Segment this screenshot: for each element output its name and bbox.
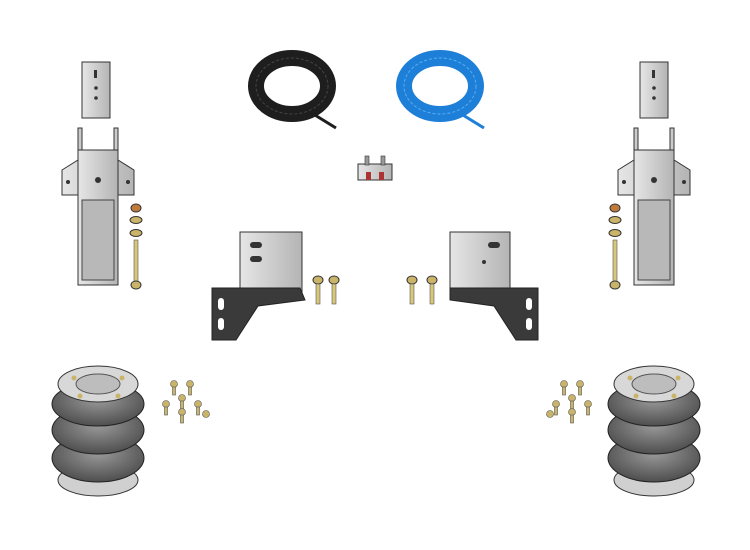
axle-bracket-left	[211, 231, 306, 341]
bolts-left-center	[312, 275, 340, 305]
air-spring-left	[51, 365, 145, 497]
air-line-blue	[396, 50, 485, 130]
bolt-cluster-left	[162, 380, 210, 424]
spacer-plate-right	[639, 61, 669, 119]
bolt-stack-right	[608, 203, 622, 290]
bolts-right-center	[406, 275, 438, 305]
bolt-cluster-right	[546, 380, 592, 424]
air-spring-right	[607, 365, 701, 497]
air-line-black	[248, 50, 337, 130]
bolt-stack-left	[129, 203, 143, 290]
axle-bracket-right	[449, 231, 539, 341]
frame-bracket-left	[61, 127, 135, 286]
frame-bracket-right	[617, 127, 691, 286]
inflation-valve-block	[357, 155, 393, 181]
spacer-plate-left	[81, 61, 111, 119]
